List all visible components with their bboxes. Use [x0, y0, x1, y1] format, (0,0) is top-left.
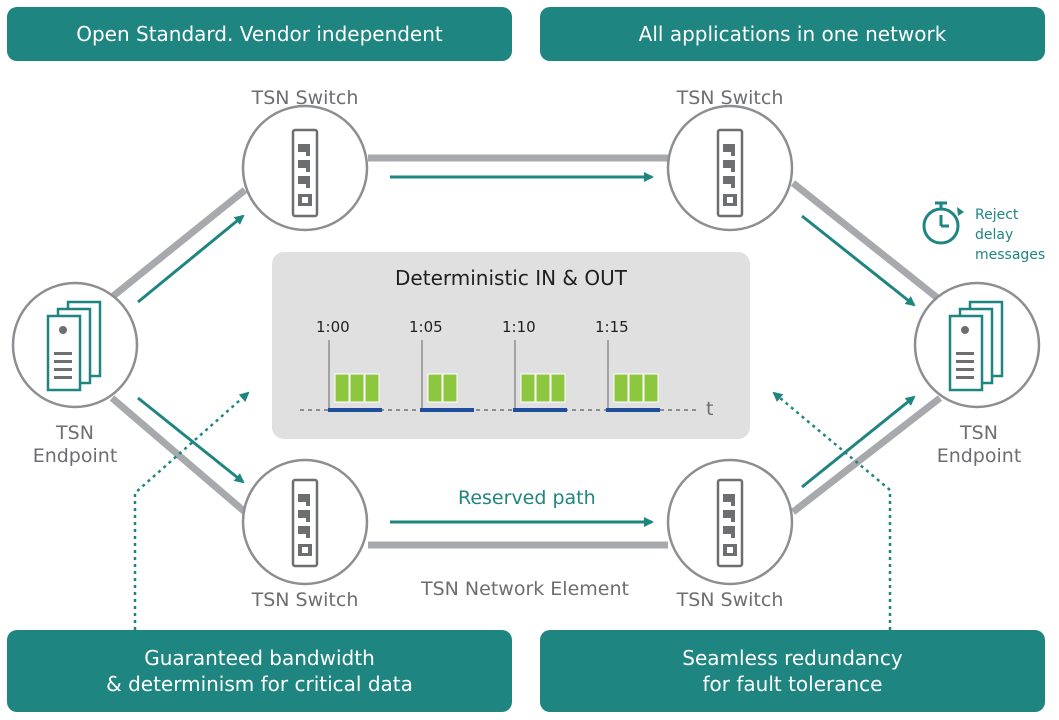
flow-arrows	[137, 172, 916, 527]
dotted-arrow-right	[772, 391, 892, 630]
network-element-label: TSN Network Element	[421, 578, 629, 600]
packet	[349, 373, 365, 403]
banner-all-applications-text: All applications in one network	[638, 22, 947, 46]
reserved-path-label: Reserved path	[458, 487, 596, 509]
packet	[535, 373, 551, 403]
packet	[643, 373, 659, 403]
data-packets	[334, 373, 659, 403]
packet	[334, 373, 350, 403]
network-switch-icon	[291, 478, 319, 568]
arrow-right-up	[801, 395, 916, 489]
packet	[628, 373, 644, 403]
deterministic-title: Deterministic IN & OUT	[395, 266, 627, 290]
link-left-bottom	[109, 395, 248, 515]
arrow-right-down	[801, 214, 916, 307]
endpoint-label-right-line1: TSN	[960, 422, 998, 444]
banner-guaranteed-bandwidth-line1: Guaranteed bandwidth	[144, 646, 375, 670]
endpoint-label-left: TSN Endpoint	[15, 422, 135, 468]
switch-circles	[241, 104, 794, 586]
switch-label-bottom-right: TSN Switch	[676, 589, 784, 611]
banner-seamless-redundancy: Seamless redundancy for fault tolerance	[540, 630, 1045, 712]
arrow-left-up	[137, 214, 245, 304]
network-switch-icon	[716, 478, 744, 568]
time-label-4: 1:15	[595, 318, 629, 336]
packet	[442, 373, 458, 403]
switch-label-bottom-left: TSN Switch	[251, 589, 359, 611]
network-links	[109, 154, 943, 549]
switch-label-top-left: TSN Switch	[251, 87, 359, 109]
banner-open-standard: Open Standard. Vendor independent	[7, 7, 512, 61]
endpoint-label-right: TSN Endpoint	[919, 422, 1039, 468]
banner-guaranteed-bandwidth: Guaranteed bandwidth & determinism for c…	[7, 630, 512, 712]
packet	[613, 373, 629, 403]
time-label-1: 1:00	[316, 318, 350, 336]
link-left-top	[109, 187, 248, 300]
server-endpoint-icon	[948, 300, 1004, 392]
dotted-arrows	[133, 391, 892, 630]
link-right-top	[790, 180, 943, 303]
time-axis-label: t	[706, 398, 714, 420]
endpoint-label-left-line1: TSN	[56, 422, 94, 444]
timeline	[300, 340, 700, 412]
switch-circle-bottom-right	[666, 458, 794, 586]
packet	[520, 373, 536, 403]
link-right-bottom	[790, 395, 943, 515]
reject-delay-line2: messages	[975, 247, 1046, 263]
banner-guaranteed-bandwidth-line2: & determinism for critical data	[106, 672, 413, 696]
time-markers	[328, 340, 609, 408]
packet	[364, 373, 380, 403]
reject-delay-line1: Reject delay	[975, 207, 1019, 243]
stopwatch-icon	[922, 201, 964, 245]
banner-all-applications: All applications in one network	[540, 7, 1045, 61]
network-switch-icon	[716, 128, 744, 218]
arrow-left-down	[137, 396, 245, 484]
network-switch-icon	[291, 128, 319, 218]
banner-seamless-redundancy-line2: for fault tolerance	[702, 672, 883, 696]
reject-delay-label: Reject delay messages	[975, 205, 1059, 265]
time-label-3: 1:10	[502, 318, 536, 336]
switch-circle-bottom-left	[241, 458, 369, 586]
packet	[427, 373, 443, 403]
server-endpoint-icon	[46, 300, 102, 392]
time-label-2: 1:05	[409, 318, 443, 336]
endpoint-label-left-line2: Endpoint	[32, 445, 118, 467]
packet	[550, 373, 566, 403]
banner-open-standard-text: Open Standard. Vendor independent	[76, 22, 443, 46]
switch-label-top-right: TSN Switch	[676, 87, 784, 109]
banner-seamless-redundancy-line1: Seamless redundancy	[682, 646, 903, 670]
endpoint-label-right-line2: Endpoint	[936, 445, 1022, 467]
